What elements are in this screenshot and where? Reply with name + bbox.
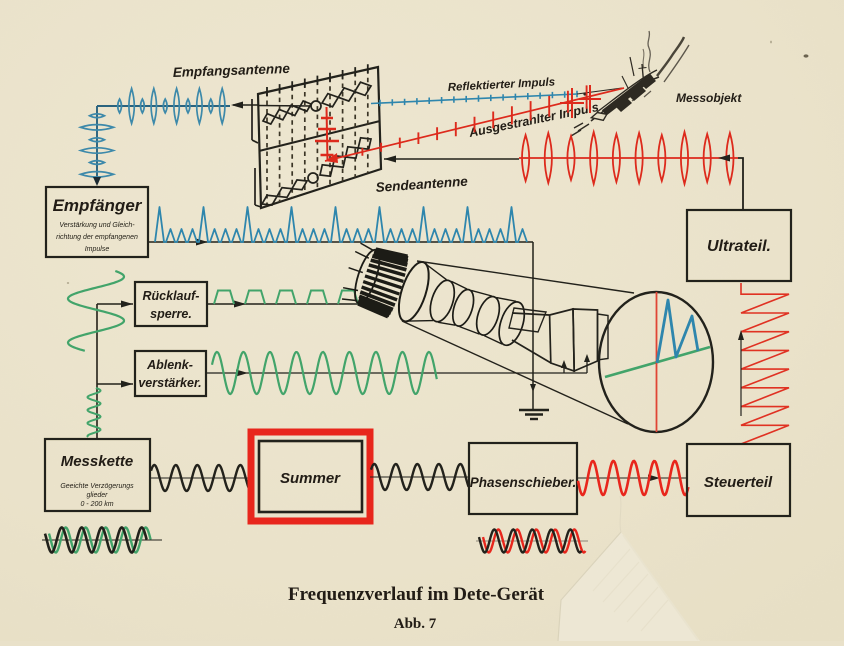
svg-text:0 - 200 km: 0 - 200 km bbox=[80, 501, 113, 508]
svg-text:Steuerteil: Steuerteil bbox=[704, 474, 773, 491]
svg-text:Rücklauf-: Rücklauf- bbox=[143, 289, 200, 303]
svg-text:Ablenk-: Ablenk- bbox=[146, 358, 193, 372]
svg-text:Reflektierter Impuls: Reflektierter Impuls bbox=[448, 76, 556, 94]
svg-text:Messobjekt: Messobjekt bbox=[676, 91, 742, 105]
svg-text:Empfangsantenne: Empfangsantenne bbox=[173, 61, 291, 80]
svg-text:Phasenschieber.: Phasenschieber. bbox=[470, 475, 577, 490]
svg-text:richtung der empfangenen: richtung der empfangenen bbox=[56, 234, 138, 241]
svg-text:Impulse: Impulse bbox=[85, 246, 110, 253]
svg-text:verstärker.: verstärker. bbox=[138, 376, 201, 390]
svg-text:Verstärkung und Gleich-: Verstärkung und Gleich- bbox=[59, 222, 135, 229]
svg-text:Empfänger: Empfänger bbox=[53, 196, 143, 215]
svg-text:glieder: glieder bbox=[86, 492, 108, 499]
svg-text:Sendeantenne: Sendeantenne bbox=[375, 174, 469, 195]
svg-text:Messkette: Messkette bbox=[61, 453, 134, 470]
svg-text:Ultrateil.: Ultrateil. bbox=[707, 238, 771, 255]
svg-text:Geeichte Verzögerungs: Geeichte Verzögerungs bbox=[60, 483, 134, 490]
svg-text:sperre.: sperre. bbox=[150, 307, 192, 321]
svg-text:Frequenzverlauf im Dete-Gerät: Frequenzverlauf im Dete-Gerät bbox=[288, 584, 545, 605]
svg-text:Abb. 7: Abb. 7 bbox=[394, 616, 437, 632]
svg-text:Summer: Summer bbox=[280, 470, 341, 487]
